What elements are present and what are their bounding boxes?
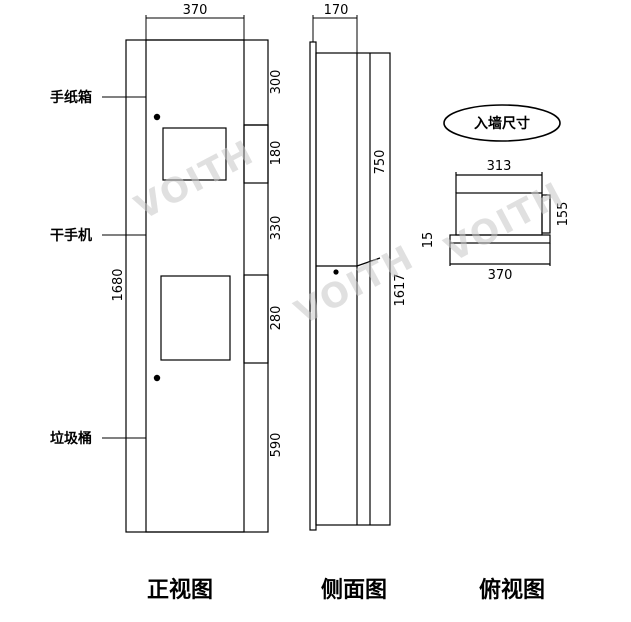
dim-300: 300 [269, 70, 284, 95]
front-width-dimension [145, 15, 245, 40]
front-segment-180 [243, 124, 269, 184]
wall-size-badge [443, 104, 561, 142]
top-flange [449, 234, 551, 244]
top-box-edge [541, 194, 551, 234]
title-top-view: 俯视图 [479, 577, 545, 603]
side-knob-icon [333, 269, 339, 275]
side-depth-dimension [312, 15, 358, 53]
label-hand-dryer: 干手机 [50, 227, 92, 244]
dim-313: 313 [487, 159, 512, 174]
label-trash-bin: 垃圾桶 [50, 430, 92, 447]
side-body [315, 52, 391, 526]
dim-370-top: 370 [488, 268, 513, 283]
watermark-front: VOITH [129, 132, 262, 228]
trash-lock-icon [153, 374, 161, 382]
title-side-view: 侧面图 [321, 577, 387, 603]
front-segment-280 [243, 274, 269, 364]
dim-1680: 1680 [111, 268, 126, 301]
side-shelf-hook [356, 257, 381, 267]
dim-750: 750 [373, 150, 388, 175]
dim-590: 590 [269, 433, 284, 458]
top-view [449, 172, 551, 266]
dim-1617: 1617 [393, 273, 408, 306]
label-paper-box: 手纸箱 [50, 89, 92, 106]
front-width-value: 370 [183, 3, 208, 18]
paper-box-window [162, 127, 227, 181]
dim-155: 155 [556, 202, 571, 227]
dim-15: 15 [421, 232, 436, 249]
side-depth-value: 170 [324, 3, 349, 18]
front-frame [125, 39, 269, 533]
title-front-view: 正视图 [147, 577, 213, 603]
paper-box-lock-icon [153, 113, 161, 121]
watermark-top: VOITH [439, 174, 572, 270]
label-wall-size: 入墙尺寸 [474, 115, 530, 132]
front-view [125, 39, 269, 533]
dim-180: 180 [269, 141, 284, 166]
dim-330: 330 [269, 216, 284, 241]
hand-dryer-window [160, 275, 231, 361]
dim-280: 280 [269, 306, 284, 331]
side-view [309, 41, 391, 531]
